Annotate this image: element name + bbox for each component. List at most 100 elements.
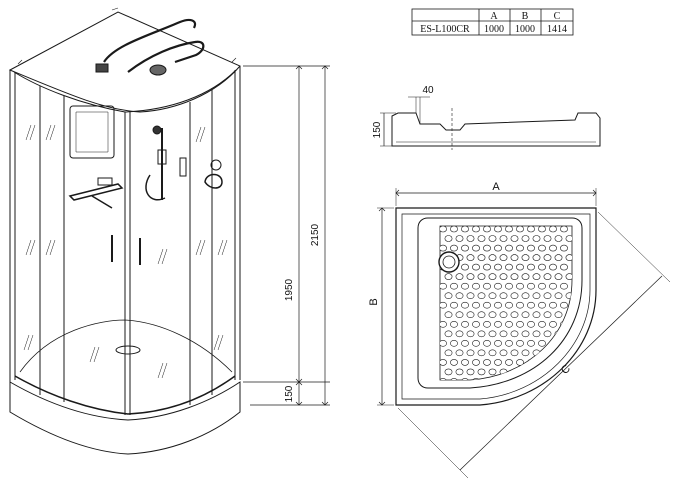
shower-head-icon [152,125,162,135]
spec-header-a: A [490,11,498,22]
antislip-dot [510,311,519,319]
back-wall-mirror-inner [75,111,109,153]
antislip-dot [505,301,513,309]
antislip-dot [527,263,535,271]
antislip-dot [483,378,491,380]
spec-model-name: ES-L100CR [420,24,470,35]
antislip-dot [538,226,546,233]
antislip-dot [505,339,513,347]
antislip-dot [499,254,508,261]
antislip-dot [538,320,546,328]
antislip-dot [549,359,557,366]
antislip-dot [455,292,464,300]
antislip-dot [488,368,497,376]
antislip-dot [516,359,524,366]
dim-glass-height-label: 1950 [284,278,295,301]
antislip-dot [532,330,541,338]
antislip-dot [483,320,491,328]
antislip-dot [510,330,519,338]
plan-basin [417,217,583,389]
spec-value-b: 1000 [515,24,535,35]
dim-arrows [295,65,329,406]
antislip-dot [455,349,464,357]
antislip-dot [483,226,491,233]
antislip-dot [521,235,530,242]
antislip-dot [516,378,524,380]
antislip-dot [543,330,552,338]
antislip-dot [472,226,480,233]
antislip-dot [466,311,475,319]
antislip-dot [516,263,524,271]
spec-table-frame [411,8,574,36]
plan-diagonal-dim-line [459,275,663,471]
antislip-dot [466,254,475,261]
antislip-dot [466,273,475,280]
antislip-dot [494,301,502,309]
antislip-dot [461,282,469,290]
antislip-dot [494,339,502,347]
antislip-dot [516,320,524,328]
glass-reflections [23,124,228,379]
antislip-dot [516,339,524,347]
antislip-dot [538,339,546,347]
plan-outline-inner [401,213,591,400]
antislip-dot [450,226,458,233]
antislip-dot [543,273,552,280]
control-panel [179,157,187,177]
antislip-dot [477,368,486,376]
antislip-dot [483,244,491,252]
antislip-dot [527,244,535,252]
antislip-dot [488,254,497,261]
antislip-dot [499,273,508,280]
antislip-dot [477,292,486,300]
antislip-dot [440,378,447,380]
antislip-dot [560,378,568,380]
corner-shelf [68,183,124,201]
antislip-dot [472,359,480,366]
antislip-dot [488,311,497,319]
antislip-dot [560,226,568,233]
roof-fan-icon [149,64,167,76]
antislip-dot [499,330,508,338]
antislip-dot [440,282,447,290]
antislip-dot [466,349,475,357]
antislip-dot [461,320,469,328]
antislip-dot [461,359,469,366]
antislip-dot [461,301,469,309]
antislip-dot [505,320,513,328]
antislip-dot [483,339,491,347]
spec-table [411,8,574,36]
antislip-dot [510,273,519,280]
spec-value-a: 1000 [484,24,504,35]
antislip-dot [565,235,572,242]
antislip-dot [549,320,557,328]
antislip-dot [538,378,546,380]
antislip-dot [499,235,508,242]
profile-rim-label: 40 [422,85,434,96]
antislip-dot [494,359,502,366]
antislip-dot [549,244,557,252]
antislip-dot [505,282,513,290]
antislip-dot [560,263,568,271]
antislip-dot [543,235,552,242]
antislip-dot [483,263,491,271]
antislip-dot [444,311,453,319]
antislip-dot [494,320,502,328]
antislip-dot [477,349,486,357]
antislip-dot [549,282,557,290]
antislip-dot [538,263,546,271]
antislip-dot [521,273,530,280]
antislip-dot [494,282,502,290]
antislip-dot [488,330,497,338]
antislip-dot [444,349,453,357]
antislip-dot [477,235,486,242]
antislip-dot [461,244,469,252]
antislip-dot [440,244,447,252]
antislip-dot [560,244,568,252]
roof-junction-box [95,63,109,73]
antislip-dot [510,292,519,300]
door-track [14,375,236,415]
tray-drain [115,345,141,355]
antislip-dot [527,226,535,233]
